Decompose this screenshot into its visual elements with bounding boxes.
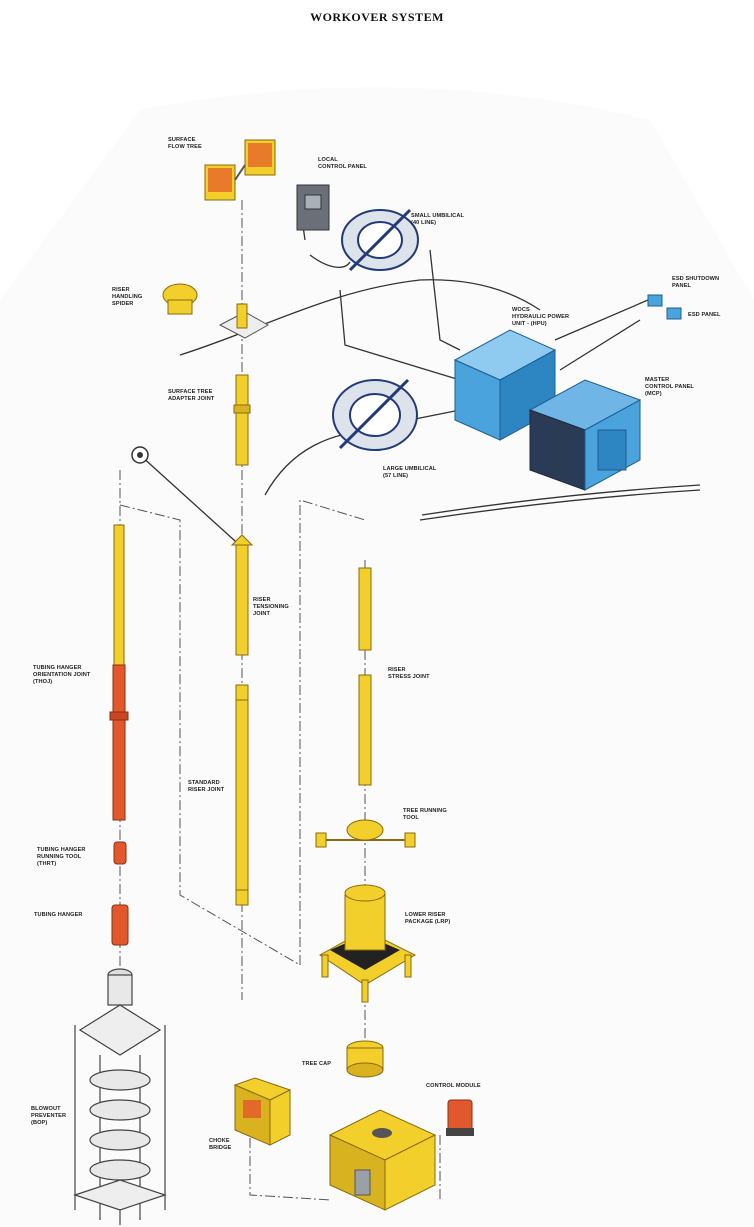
label-standard-riser-joint: STANDARD RISER JOINT bbox=[188, 780, 224, 794]
label-tubing-hanger: TUBING HANGER bbox=[34, 912, 83, 919]
label-control-module: CONTROL MODULE bbox=[426, 1083, 481, 1090]
large-umbilical-reel bbox=[333, 380, 417, 450]
riser-handling-spider bbox=[163, 284, 197, 314]
label-choke-bridge: CHOKE BRIDGE bbox=[209, 1138, 231, 1152]
label-small-umbilical: SMALL UMBILICAL (40 LINE) bbox=[411, 213, 464, 227]
label-tree-running-tool: TREE RUNNING TOOL bbox=[403, 808, 447, 822]
tree-cap-part bbox=[347, 1041, 383, 1077]
label-master-control-panel: MASTER CONTROL PANEL (MCP) bbox=[645, 377, 694, 398]
surface-tree-adapter-joint bbox=[236, 375, 248, 465]
riser-stress-joint-upper bbox=[359, 568, 371, 650]
label-riser-stress-joint: RISER STRESS JOINT bbox=[388, 667, 430, 681]
riser-stress-joint-lower bbox=[359, 675, 371, 785]
label-esd-panel: ESD PANEL bbox=[688, 312, 721, 319]
thoj-upper bbox=[114, 525, 124, 665]
small-umbilical-reel bbox=[342, 210, 418, 270]
label-large-umbilical: LARGE UMBILICAL (57 LINE) bbox=[383, 466, 436, 480]
label-surface-tree-adapter-joint: SURFACE TREE ADAPTER JOINT bbox=[168, 389, 214, 403]
label-riser-tensioning-joint: RISER TENSIONING JOINT bbox=[253, 597, 289, 618]
label-thoj: TUBING HANGER ORIENTATION JOINT (THOJ) bbox=[33, 665, 90, 686]
standard-riser-joint bbox=[236, 685, 248, 905]
tubing-hanger-part bbox=[112, 905, 128, 945]
label-surface-flow-tree: SURFACE FLOW TREE bbox=[168, 137, 202, 151]
riser-tensioning-joint bbox=[236, 545, 248, 655]
label-blowout-preventer: BLOWOUT PREVENTER (BOP) bbox=[31, 1106, 66, 1127]
thrt bbox=[114, 842, 126, 864]
label-lower-riser-package: LOWER RISER PACKAGE (LRP) bbox=[405, 912, 450, 926]
label-esd-shutdown-panel: ESD SHUTDOWN PANEL bbox=[672, 276, 719, 290]
esd-shutdown-panel bbox=[648, 295, 662, 306]
thoj-lower bbox=[113, 665, 125, 820]
esd-panel bbox=[667, 308, 681, 319]
label-wocs-hpu: WOCS HYDRAULIC POWER UNIT - (HPU) bbox=[512, 307, 569, 328]
label-tree-cap: TREE CAP bbox=[302, 1061, 331, 1068]
label-local-control-panel: LOCAL CONTROL PANEL bbox=[318, 157, 367, 171]
label-riser-handling-spider: RISER HANDLING SPIDER bbox=[112, 287, 142, 308]
label-thrt: TUBING HANGER RUNNING TOOL (THRT) bbox=[37, 847, 86, 868]
